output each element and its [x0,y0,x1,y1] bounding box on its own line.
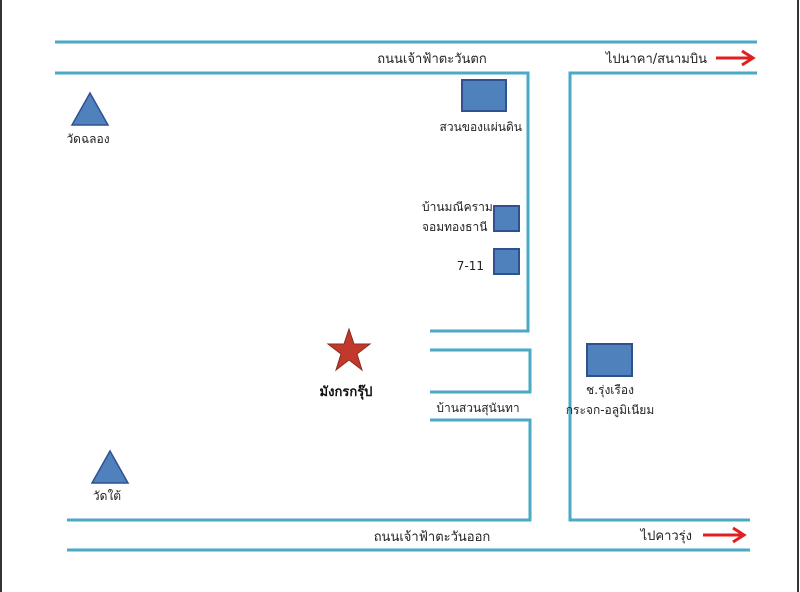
temple-triangle-icon [90,449,130,484]
road-label-west: ถนนเจ้าฟ้าตะวันตก [377,52,486,67]
direction-to-kaorung: ไปคาวรุ่ง [640,528,692,544]
place-rungrueang-line2: กระจก-อลูมิเนียม [566,403,655,418]
building-icon [586,343,633,377]
soi-ban-suan-sunantha [430,348,532,394]
star-icon [326,327,372,372]
direction-to-airport: ไปนาคา/สนามบิน [605,51,707,67]
arrow-right-icon [703,526,747,544]
place-suan-khong-phaendin: สวนของแผ่นดิน [440,120,523,134]
place-ban-mani-line2: จอมทองธานี [422,220,487,234]
place-ban-mani-line1: บ้านมณีคราม [422,200,493,214]
arrow-right-icon [716,49,756,67]
temple-triangle-icon [70,91,110,126]
building-icon [493,248,520,275]
place-ban-suan-sunantha: บ้านสวนสุนันทา [436,401,519,416]
place-wat-tai: วัดใต้ [93,489,121,503]
place-rungrueang-line1: ช.รุ่งเรือง [586,383,634,398]
building-icon [493,205,520,232]
place-seven-eleven: 7-11 [457,259,484,273]
place-wat-chalong: วัดฉลอง [66,132,109,146]
road-south-block-edge [67,418,532,522]
building-icon [461,79,507,112]
roads [55,40,757,552]
road-east-block-edge [568,71,757,522]
road-west-block-edge [55,71,530,333]
road-label-east: ถนนเจ้าฟ้าตะวันออก [374,530,491,545]
place-mangkorn-group: มังกรกรุ๊ป [320,385,373,400]
